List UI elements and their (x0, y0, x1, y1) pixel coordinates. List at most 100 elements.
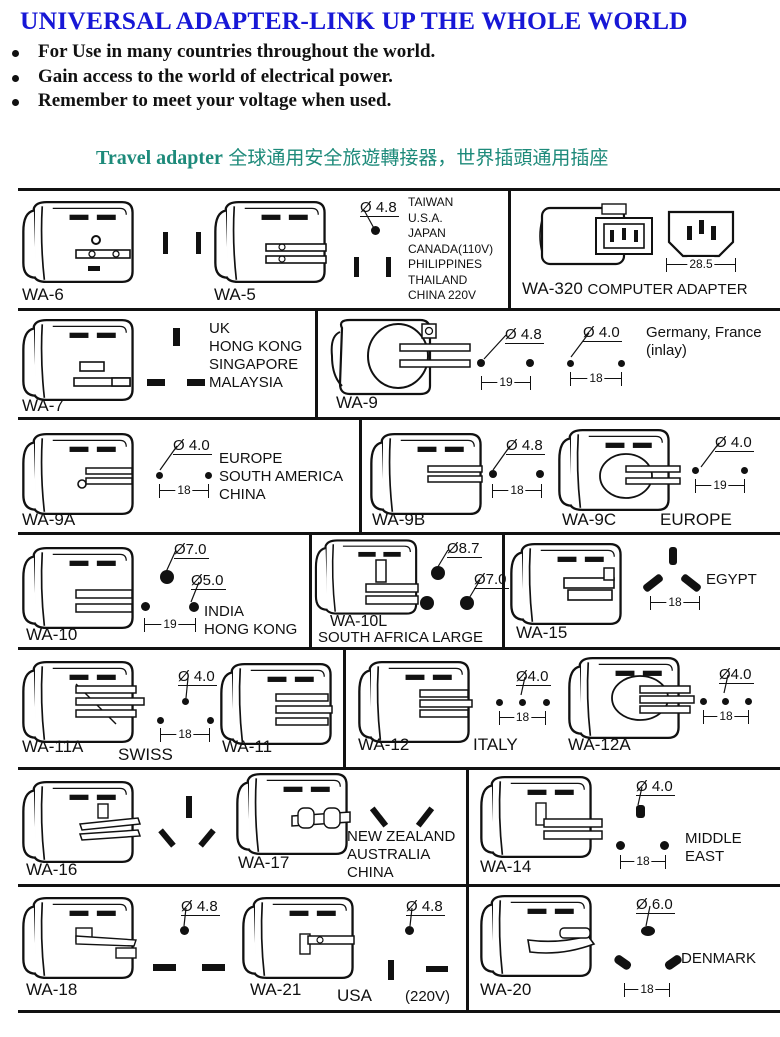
country-list: Germany, France (inlay) (646, 324, 762, 359)
model-label: WA-14 (480, 857, 532, 876)
pin-round (489, 470, 497, 478)
adapter-wa17-illustration (236, 772, 351, 856)
dimension-marker: 18 (624, 982, 670, 997)
adapter-wa11a-illustration (22, 660, 145, 744)
dimension-marker: 28.5 (666, 257, 736, 272)
dimension-value: 18 (175, 483, 193, 497)
country-list: INDIA HONG KONG (204, 603, 298, 638)
adapter-wa16-illustration (22, 780, 142, 864)
region-label: SWISS (118, 745, 173, 764)
adapter-wa10-illustration (22, 546, 134, 630)
leader-line (190, 581, 200, 603)
leader-line (700, 442, 720, 468)
leader-line (492, 445, 511, 471)
pin-round (205, 472, 212, 479)
region-label: USA (337, 986, 372, 1005)
subtitle-english: Travel adapter (96, 147, 223, 169)
leader-line (520, 676, 526, 696)
pin-diameter-label: Ø 4.0 (636, 778, 675, 796)
pin-layout-denmark (614, 955, 682, 970)
grid-line (18, 532, 780, 535)
leader-line (645, 905, 651, 927)
model-label: WA-18 (26, 980, 78, 999)
pin-layout-new-zealand (370, 806, 435, 828)
feature-item: For Use in many countries throughout the… (12, 40, 435, 65)
pin-slot (173, 328, 180, 346)
adapter-wa11-illustration (220, 662, 333, 746)
model-label: WA-21 (250, 980, 302, 999)
model-label: WA-20 (480, 980, 532, 999)
dimension-value: 19 (497, 375, 515, 389)
pin-diameter-label: Ø 4.8 (505, 326, 544, 344)
pin-slot (147, 379, 165, 386)
pin-round (618, 360, 625, 367)
dimension-value: 18 (666, 595, 684, 609)
pin-round-large (160, 570, 174, 584)
subtitle: Travel adapter 全球通用安全旅遊轉接器，世界插頭通用插座 (96, 143, 608, 170)
pin-diameter-label: Ø 4.0 (715, 434, 754, 452)
pin-slot (163, 232, 168, 254)
leader-line (185, 677, 189, 699)
page-title: UNIVERSAL ADAPTER-LINK UP THE WHOLE WORL… (20, 6, 688, 35)
region-label: EUROPE (660, 510, 732, 529)
pin-round (207, 717, 214, 724)
bullet-icon (12, 99, 19, 106)
pin-slot (388, 960, 394, 980)
adapter-wa20-illustration (480, 894, 596, 978)
pin-diameter-label: Ø 4.0 (173, 437, 212, 455)
leader-line (637, 786, 643, 806)
pin-round (636, 805, 645, 818)
adapter-wa9b-illustration (370, 432, 483, 516)
pin-round (182, 698, 189, 705)
pin-slot (202, 964, 225, 971)
grid-line (359, 417, 362, 535)
bullet-icon (12, 74, 19, 82)
grid-line (18, 884, 780, 887)
country-list: EUROPE SOUTH AMERICA CHINA (219, 450, 344, 503)
feature-text: Gain access to the world of electrical p… (38, 65, 393, 87)
grid-line (309, 532, 312, 650)
dimension-marker: 18 (492, 483, 542, 498)
pin-diameter-label: Ø8.7 (447, 540, 482, 558)
pin-round-large (460, 596, 474, 610)
country-list: MIDDLE EAST (685, 830, 742, 865)
pin-round (371, 226, 380, 235)
pin-round (526, 359, 534, 367)
model-label: WA-5 (214, 285, 256, 304)
grid-line (466, 767, 469, 887)
adapter-wa10l-illustration (314, 539, 419, 615)
leader-line (723, 674, 729, 694)
adapter-wa9-illustration (330, 318, 471, 396)
model-label: WA-10 (26, 625, 78, 644)
pin-diameter-label: Ø 6.0 (636, 896, 675, 914)
pin-round (567, 360, 574, 367)
grid-line (18, 767, 780, 770)
pin-slot (426, 966, 448, 972)
adapter-wa12-illustration (358, 660, 473, 744)
grid-line (466, 884, 469, 1010)
model-label: WA-9B (372, 510, 426, 529)
pin-round (692, 467, 699, 474)
model-label: WA-9C (562, 510, 617, 529)
feature-text: For Use in many countries throughout the… (38, 41, 436, 62)
grid-line (502, 532, 505, 650)
dimension-marker: 19 (144, 617, 196, 632)
adapter-wa7-illustration (22, 318, 134, 402)
leader-line (165, 549, 177, 573)
region-label: ITALY (473, 735, 518, 754)
adapter-wa14-illustration (480, 775, 603, 859)
dimension-value: 18 (587, 371, 605, 385)
pin-round (543, 699, 550, 706)
dimension-value: 18 (513, 710, 532, 724)
dimension-value: 18 (176, 727, 194, 741)
leader-line (483, 334, 507, 360)
pin-slot (153, 964, 176, 971)
dimension-marker: 18 (620, 854, 666, 869)
subtitle-chinese: 全球通用安全旅遊轉接器，世界插頭通用插座 (228, 147, 609, 169)
dimension-marker: 18 (160, 727, 210, 742)
leader-line (409, 907, 413, 927)
model-label: WA-9 (336, 393, 378, 412)
pin-diameter-label: Ø 4.8 (406, 898, 445, 916)
leader-line (183, 907, 187, 927)
pin-diameter-label: Ø 4.8 (506, 437, 545, 455)
